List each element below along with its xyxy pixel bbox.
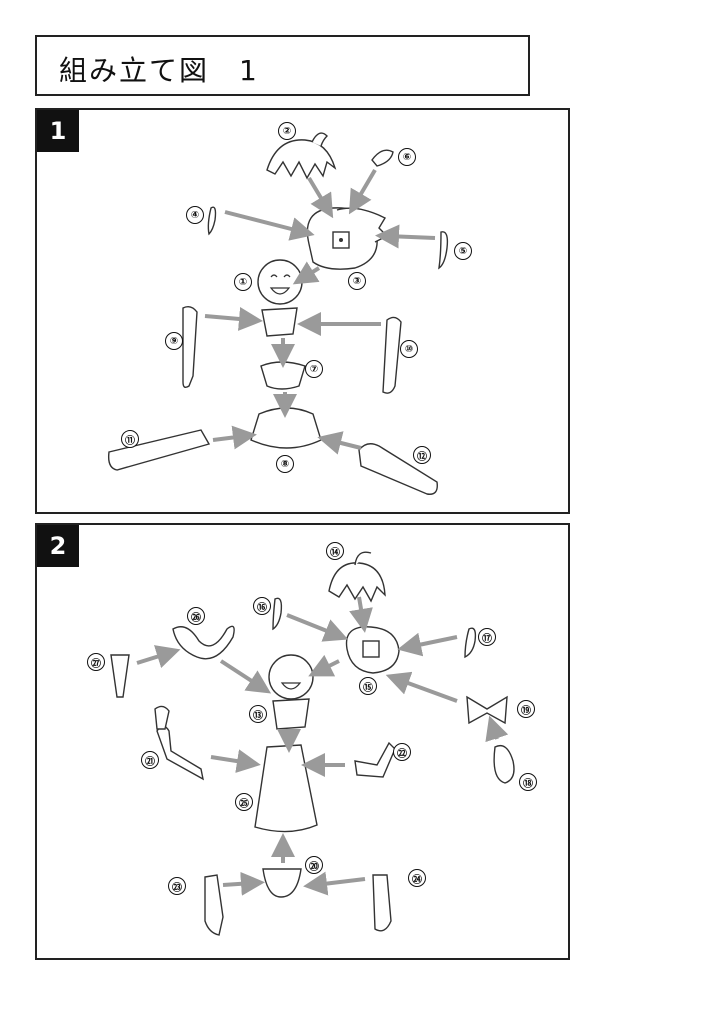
part-label-25: ㉕ (235, 793, 253, 811)
part-label-12: ⑫ (413, 446, 431, 464)
panel-1-illustration (107, 132, 449, 495)
part-8-hips (250, 407, 322, 449)
arrow-21-to-25 (210, 749, 261, 773)
part-2-hair-tuft (311, 132, 328, 147)
part-15-joint-socket (362, 640, 380, 658)
arrow-17-to-15 (397, 632, 458, 657)
part-label-11: ⑪ (121, 430, 139, 448)
arrow-4-to-3 (224, 210, 315, 241)
panel-1-badge: 1 (37, 110, 79, 152)
part-13-torso (272, 698, 310, 730)
part-22-arm (354, 741, 396, 778)
title-box: 組み立て図 1 (35, 35, 530, 96)
part-label-20: ⑳ (305, 856, 323, 874)
panel-1: 1 (35, 108, 570, 514)
part-14-hair-top (328, 562, 386, 603)
arrow-18-to-19 (485, 715, 509, 743)
part-23-leg-left (204, 874, 224, 936)
part-3-joint-dot (339, 238, 343, 242)
part-label-10: ⑩ (400, 340, 418, 358)
arrow-19-to-15 (385, 671, 458, 703)
part-20-panties (262, 868, 302, 898)
arrow-27-to-26 (136, 645, 181, 669)
part-11-leg-left (107, 429, 211, 471)
part-26-collar (172, 625, 235, 660)
part-label-27: ㉗ (87, 653, 105, 671)
part-6-ornament (371, 149, 394, 167)
arrow-9-to-torso (204, 307, 263, 331)
part-4-side-hair (207, 206, 217, 236)
part-label-19: ⑲ (517, 700, 535, 718)
part-label-4: ④ (186, 206, 204, 224)
arrow-23-to-20 (222, 871, 265, 896)
part-7-skirt (260, 361, 306, 390)
part-torso (261, 307, 298, 337)
part-19-bow (466, 695, 508, 725)
part-21-brush (154, 705, 170, 730)
arrow-16-to-15 (286, 613, 349, 642)
part-2-hair-top (266, 139, 337, 180)
part-label-13: ⑬ (249, 705, 267, 723)
part-14-hair-tuft (354, 551, 372, 566)
arrow-26-to-13 (219, 659, 272, 694)
arrow-11-to-8 (212, 425, 257, 450)
arrow-5-to-3 (375, 224, 436, 249)
part-17-side-hair (464, 627, 477, 659)
part-10-arm-right (382, 316, 402, 394)
arrow-24-to-20 (303, 871, 366, 896)
part-label-1: ① (234, 273, 252, 291)
part-label-3: ③ (348, 272, 366, 290)
part-label-24: ㉔ (408, 869, 426, 887)
part-13-face (268, 654, 314, 700)
arrow-6-to-3 (348, 168, 377, 215)
part-27-ribbon (110, 654, 130, 698)
part-1-eyes (270, 274, 291, 278)
arrow-15-to-13 (308, 654, 340, 677)
part-5-side-hair (438, 231, 449, 270)
part-label-8: ⑧ (276, 455, 294, 473)
part-1-mouth (269, 287, 291, 295)
part-label-17: ⑰ (478, 628, 496, 646)
part-label-15: ⑮ (359, 677, 377, 695)
page-title: 組み立て図 1 (59, 54, 259, 87)
arrow-3-to-1 (292, 261, 321, 285)
arrow-14-to-15 (349, 596, 373, 633)
part-label-21: ㉑ (141, 751, 159, 769)
part-label-26: ㉖ (187, 607, 205, 625)
part-25-dress (254, 744, 318, 833)
part-12-leg-right (358, 443, 438, 495)
part-label-23: ㉓ (168, 877, 186, 895)
arrow-2-to-3 (307, 176, 334, 219)
part-9-arm-left (182, 305, 198, 389)
part-label-5: ⑤ (454, 242, 472, 260)
part-1-face (257, 259, 303, 305)
part-21-arm-brush (156, 725, 204, 781)
part-18-hair-tail (493, 744, 515, 784)
part-13-mouth (280, 682, 302, 690)
part-label-2: ② (278, 122, 296, 140)
part-label-6: ⑥ (398, 148, 416, 166)
arrow-12-to-8 (317, 431, 362, 455)
part-label-22: ㉒ (393, 743, 411, 761)
panel-2-badge: 2 (37, 525, 79, 567)
part-label-7: ⑦ (305, 360, 323, 378)
part-16-side-hair (272, 597, 283, 631)
part-label-9: ⑨ (165, 332, 183, 350)
part-label-16: ⑯ (253, 597, 271, 615)
panel-2: 2 (35, 523, 570, 960)
part-label-14: ⑭ (326, 542, 344, 560)
part-label-18: ⑱ (519, 773, 537, 791)
panel-2-illustration (110, 551, 515, 936)
part-24-leg-right (372, 874, 392, 932)
